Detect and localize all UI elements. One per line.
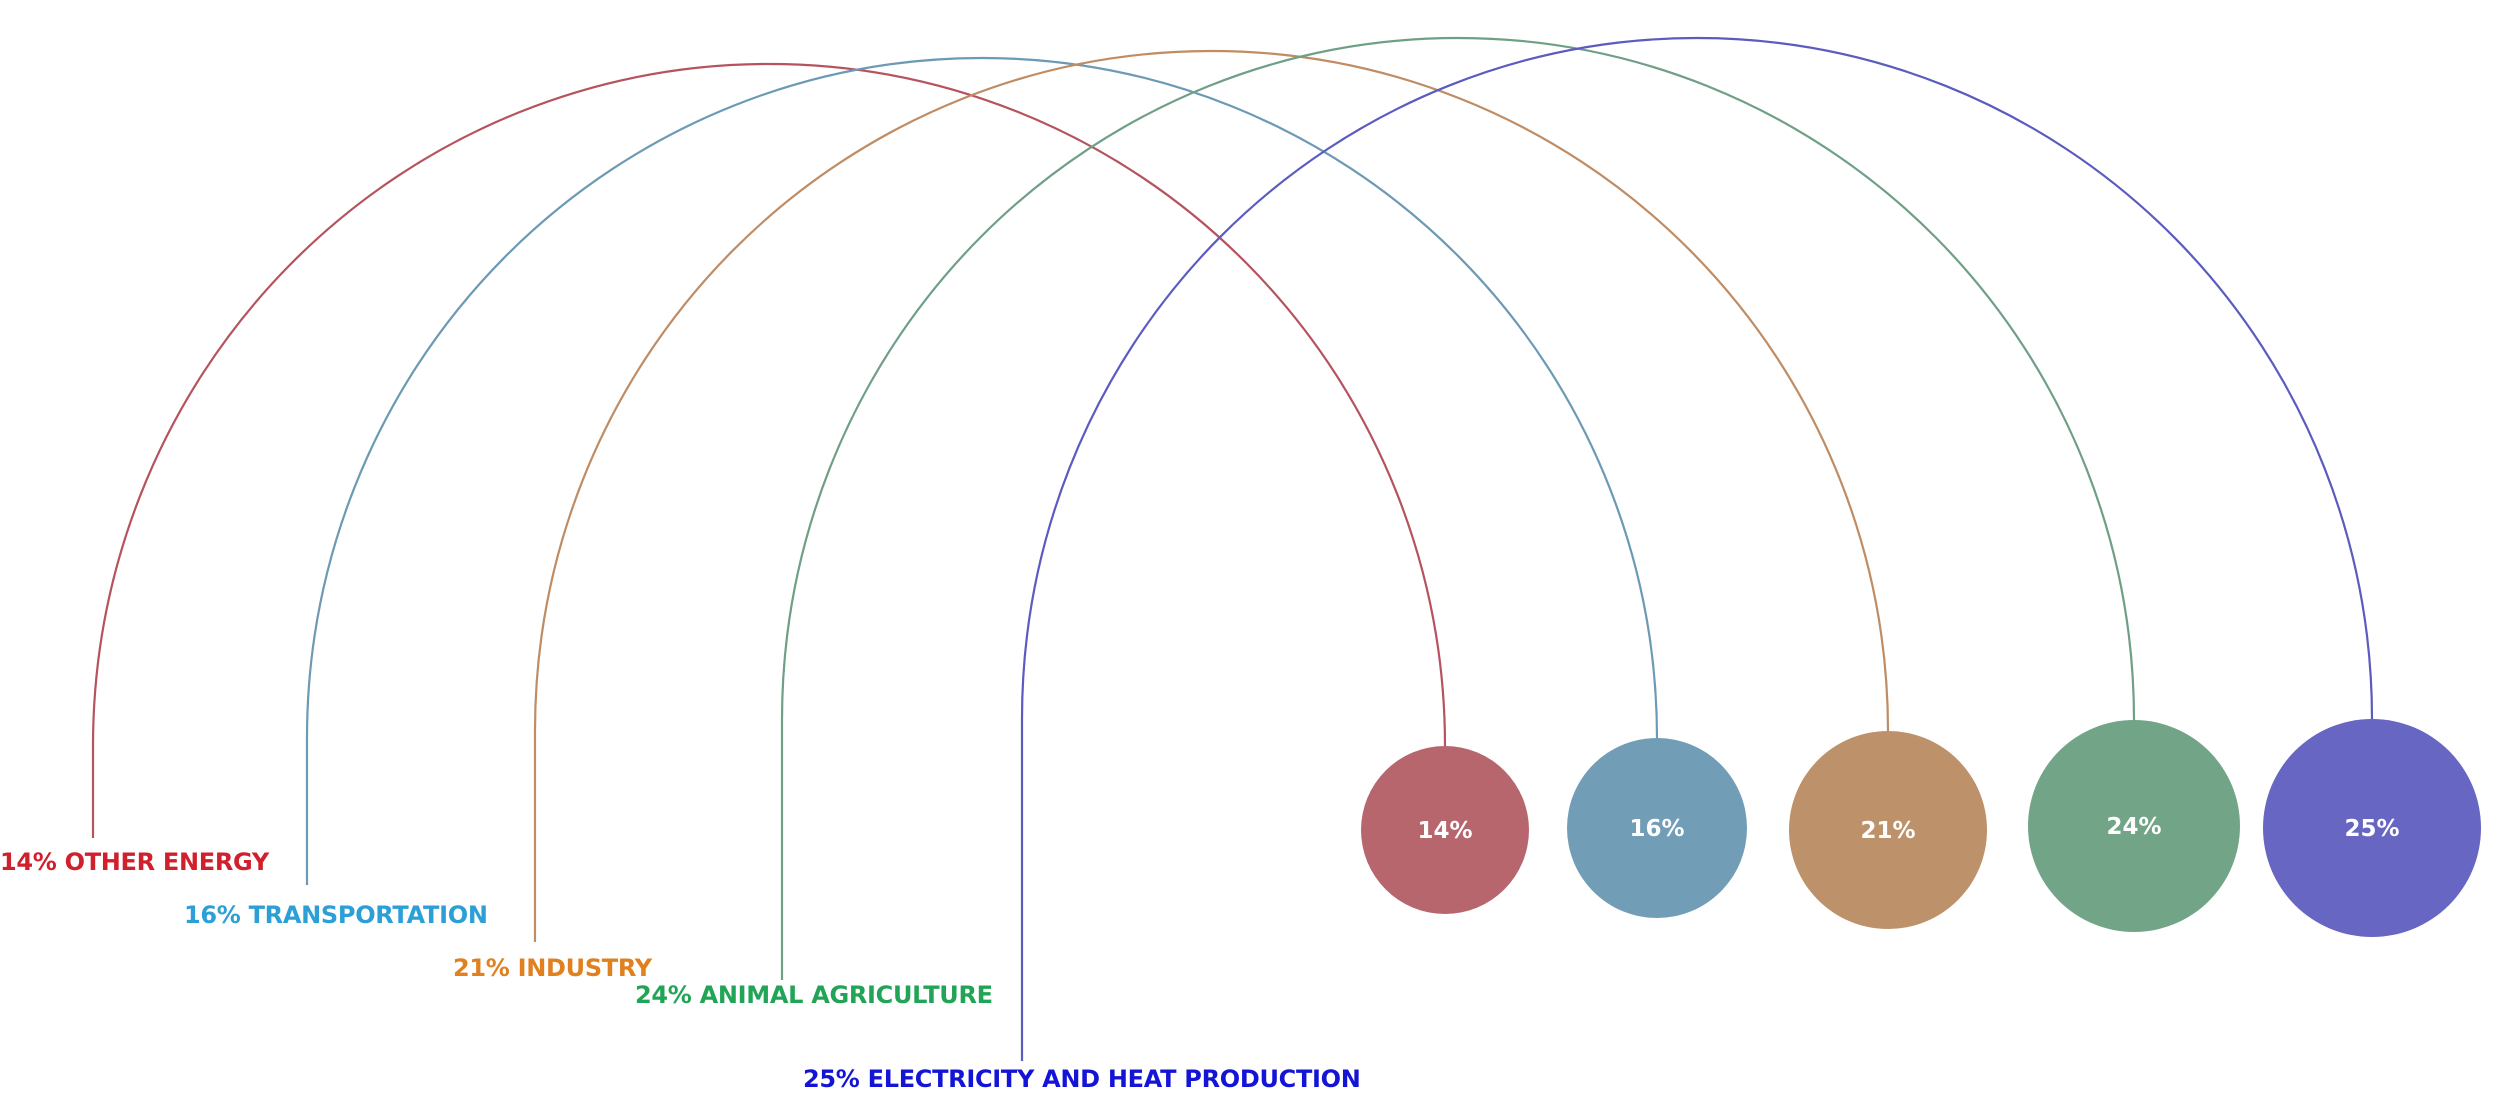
arc-link-24-animal-agriculture: [780, 36, 2136, 980]
arc-link-21-industry: [533, 49, 1890, 942]
bubble-25-electricity-and-heat-production: [2263, 719, 2481, 937]
arc-link-14-other-energy: [91, 62, 1447, 838]
bubble-value-label: 21%: [1860, 818, 1915, 844]
bubble-14-other-energy: [1361, 746, 1529, 914]
bubble-value-label: 14%: [1417, 818, 1472, 844]
category-label-24-animal-agriculture: 24% ANIMAL AGRICULTURE: [635, 981, 993, 1009]
arc-link-16-transportation: [305, 56, 1659, 885]
bubble-value-label: 24%: [2106, 814, 2161, 840]
arc-link-25-electricity-and-heat-production: [1020, 36, 2374, 1061]
bubble-21-industry: [1789, 731, 1987, 929]
bubble-24-animal-agriculture: [2028, 720, 2240, 932]
category-label-25-electricity-and-heat-production: 25% ELECTRICITY AND HEAT PRODUCTION: [803, 1065, 1361, 1093]
bubble-value-label: 25%: [2344, 816, 2399, 842]
category-labels: 14% OTHER ENERGY 16% TRANSPORTATION 21% IN…: [0, 848, 1361, 1093]
bubble-value-label: 16%: [1629, 816, 1684, 842]
bubble-16-transportation: [1567, 738, 1747, 918]
category-label-14-other-energy: 14% OTHER ENERGY: [0, 848, 270, 876]
bubbles: 14% 16% 21% 24% 25%: [1361, 719, 2481, 937]
arc-links: [91, 36, 2374, 1061]
category-label-16-transportation: 16% TRANSPORTATION: [184, 901, 488, 929]
category-label-21-industry: 21% INDUSTRY: [453, 954, 653, 982]
